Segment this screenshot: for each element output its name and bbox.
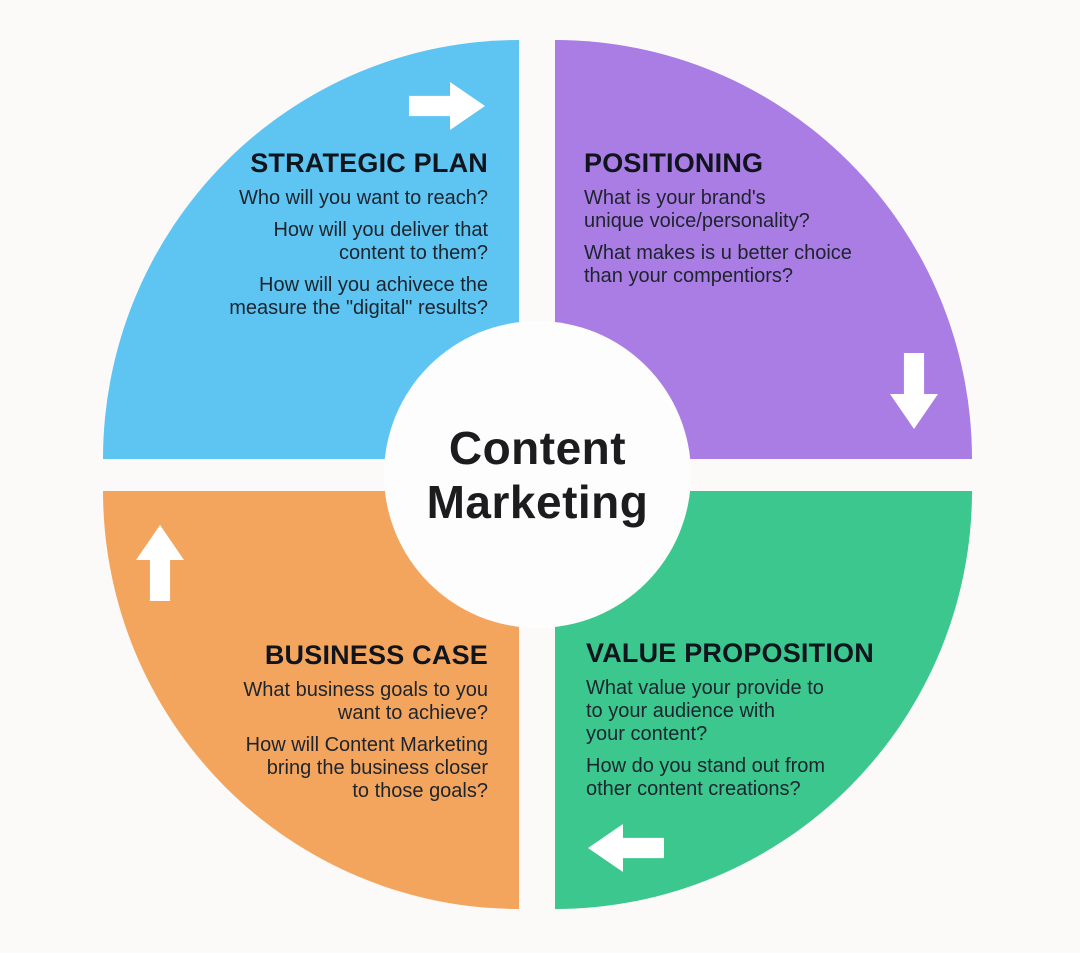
quadrant-heading-business-case: BUSINESS CASE bbox=[264, 640, 488, 670]
text-block-strategic-plan: STRATEGIC PLAN Who will you want to reac… bbox=[176, 148, 488, 320]
quadrant-paragraph: What value your provide to to your audie… bbox=[586, 677, 824, 745]
quadrant-paragraph: What makes is u better choice than your … bbox=[584, 242, 852, 287]
quadrant-heading-strategic-plan: STRATEGIC PLAN bbox=[250, 148, 488, 178]
quadrant-paragraph: How will you achivece the measure the "d… bbox=[229, 274, 488, 319]
quadrant-paragraph: How will Content Marketing bring the bus… bbox=[245, 734, 488, 802]
text-block-business-case: BUSINESS CASE What business goals to you… bbox=[176, 640, 488, 803]
quadrant-paragraph: What is your brand's unique voice/person… bbox=[584, 187, 810, 232]
quadrant-heading-positioning: POSITIONING bbox=[584, 148, 764, 178]
quadrant-paragraph: Who will you want to reach? bbox=[238, 187, 488, 209]
center-circle bbox=[384, 321, 691, 628]
quadrant-heading-value-proposition: VALUE PROPOSITION bbox=[586, 638, 874, 668]
quadrant-paragraph: What business goals to you want to achie… bbox=[243, 679, 488, 724]
quadrant-paragraph: How do you stand out from other content … bbox=[586, 755, 826, 800]
text-block-positioning: POSITIONING What is your brand's unique … bbox=[584, 148, 896, 288]
diagram-title: Content Marketing bbox=[426, 421, 649, 528]
text-block-value-proposition: VALUE PROPOSITION What value your provid… bbox=[586, 638, 898, 801]
quadrant-paragraph: How will you deliver that content to the… bbox=[273, 219, 488, 264]
